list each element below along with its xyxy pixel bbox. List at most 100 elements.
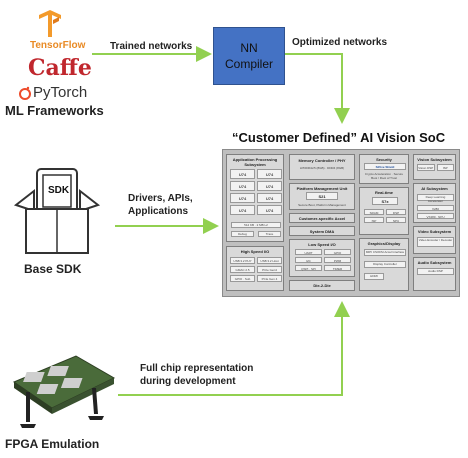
- ai-title: AI Subsystem: [421, 186, 448, 191]
- system-dma-block: System DMA: [289, 226, 355, 236]
- sdk-box-icon: SDK: [12, 165, 102, 262]
- pytorch-flame-icon: [18, 85, 32, 106]
- pmu-title: Platform Management Unit: [296, 186, 348, 191]
- ls-item: UART: [295, 249, 322, 255]
- u74-item: U74: [230, 169, 255, 179]
- memory-controller-block: Memory Controller / PHY LPDDR4x/5 (8GB) …: [289, 154, 355, 180]
- l2-cache: 512 KB · 2 MB L2: [231, 222, 281, 228]
- u74-item: U74: [257, 193, 282, 203]
- hs-item: GPIO · Sub: [230, 275, 255, 282]
- u74-item: U74: [230, 193, 255, 203]
- base-sdk-caption: Base SDK: [24, 262, 82, 276]
- graphics-display-block: Graphics/Display MIPI CSI/DSI Accel Inte…: [359, 238, 409, 291]
- u74-item: U74: [230, 181, 255, 191]
- ls-item: GPIO: [324, 249, 351, 255]
- memory-controller-sub: LPDDR4x/5 (8GB) · DDR4 (8GB): [299, 166, 345, 170]
- u74-item: U74: [257, 205, 282, 215]
- pmu-sub: Secure Boot, Platform Management: [298, 203, 346, 207]
- tensorflow-label: TensorFlow: [30, 40, 86, 51]
- gfx-sub: MIPI CSI/DSI Accel Interface: [364, 249, 406, 256]
- ls-item: QSPI · SPI: [295, 265, 322, 271]
- rt-item: SRAM: [364, 209, 384, 215]
- drivers-label-1: Drivers, APIs,: [128, 193, 193, 204]
- ml-frameworks-caption: ML Frameworks: [5, 103, 104, 118]
- trace-block: Trace: [258, 231, 281, 237]
- drivers-label-2: Applications: [128, 206, 189, 217]
- s21-core: S21: [306, 192, 338, 200]
- ls-item: TIMER: [324, 265, 351, 271]
- graphics-title: Graphics/Display: [367, 241, 401, 246]
- ai-subsystem-block: AI Subsystem Deep Learning Accelerator X…: [413, 183, 456, 223]
- app-processing-title: Application Processing Subsystem: [232, 157, 278, 167]
- u74-item: U74: [257, 169, 282, 179]
- optimized-arrow: [284, 53, 350, 124]
- customer-accel-block: Customer-specific Accel: [289, 213, 355, 223]
- display-controller: Display Controller: [364, 261, 406, 268]
- fullchip-arrow: [118, 301, 350, 396]
- optimized-networks-label: Optimized networks: [292, 37, 388, 48]
- u74-item: U74: [230, 205, 255, 215]
- ai-item: VX280 · NPU: [417, 213, 454, 219]
- ai-item: X280: [417, 205, 454, 211]
- fullchip-label-1: Full chip representation: [140, 363, 254, 374]
- pytorch-label: PyTorch: [33, 84, 88, 101]
- nn-compiler-line2: Compiler: [224, 57, 273, 71]
- fpga-board-image: [6, 352, 118, 439]
- shield-block: SiFive Shield: [364, 163, 406, 170]
- sdk-icon-text: SDK: [48, 185, 70, 196]
- rt-item: NPU: [386, 217, 406, 223]
- caffe-logo: Caffe: [28, 55, 92, 81]
- soc-title: “Customer Defined” AI Vision SoC: [232, 130, 446, 145]
- fullchip-label-2: during development: [140, 376, 236, 387]
- ls-item: PWM: [324, 257, 351, 263]
- pmu-block: Platform Management Unit S21 Secure Boot…: [289, 183, 355, 210]
- fpga-emulation-caption: FPGA Emulation: [5, 437, 100, 451]
- hs-item: USB 3.2 Host: [257, 257, 282, 264]
- nn-compiler-box: NN Compiler: [213, 27, 285, 85]
- nn-compiler-line1: NN: [240, 41, 258, 55]
- audio-sub: Audio DSP: [417, 268, 454, 275]
- audio-title: Audio Subsystem: [417, 260, 452, 265]
- u74-item: U74: [257, 181, 282, 191]
- hs-item: GMAC 2.5: [230, 266, 255, 273]
- s7x-core: S7x: [372, 197, 398, 205]
- security-block: Security SiFive Shield Crypto Accelerati…: [359, 154, 409, 184]
- vision-title: Vision Subsystem: [417, 157, 452, 162]
- tensorflow-logo: [37, 10, 63, 43]
- hdmi-block: HDMI: [364, 273, 384, 280]
- debug-block: Debug: [231, 231, 254, 237]
- video-subsystem-block: Video Subsystem Video Encoder / Decoder: [413, 226, 456, 254]
- ls-item: I2C: [295, 257, 322, 263]
- audio-subsystem-block: Audio Subsystem Audio DSP: [413, 257, 456, 291]
- rt-item: ISP: [364, 217, 384, 223]
- security-sub: Crypto Acceleration · Secure Boot / Root…: [364, 172, 404, 180]
- realtime-title: Real-time: [374, 190, 393, 195]
- s21-label: S21: [318, 194, 326, 199]
- hs-item: PCIe Gen4: [257, 266, 282, 273]
- vis-item: Vision DSP: [417, 164, 435, 171]
- memory-controller-title: Memory Controller / PHY: [298, 158, 346, 163]
- high-speed-io-title: High Speed I/O: [240, 249, 270, 254]
- vis-item: ISP: [436, 164, 454, 171]
- low-speed-io-title: Low Speed I/O: [308, 242, 336, 247]
- rt-item: DSP: [386, 209, 406, 215]
- die-to-die-block: Die-2-Die: [289, 280, 355, 291]
- video-sub: Video Encoder / Decoder: [417, 237, 454, 247]
- hs-item: PCIe Gen 4: [257, 275, 282, 282]
- hs-item: USB 3.2 PHY: [230, 257, 255, 264]
- video-title: Video Subsystem: [417, 229, 452, 234]
- trained-networks-label: Trained networks: [110, 41, 193, 52]
